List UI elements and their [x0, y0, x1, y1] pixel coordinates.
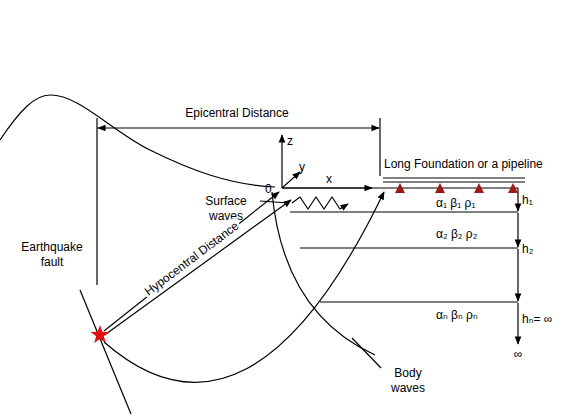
epicentral-dimension [98, 127, 379, 128]
layer-thickness: ∞ [514, 347, 523, 362]
y-axis [282, 172, 300, 188]
hypocentral-ray [106, 200, 291, 334]
body-wave-ray [104, 192, 384, 382]
leader-line [260, 201, 289, 203]
thickness-dimension [517, 249, 518, 301]
wave-label: Body waves [384, 366, 432, 396]
axis-label: z [287, 134, 293, 149]
hypocenter-star [91, 325, 110, 343]
layer-thickness: h₁ [522, 193, 533, 208]
thickness-dimension [517, 303, 518, 344]
leader-line [352, 338, 381, 368]
pile-support [395, 183, 405, 193]
layer-thickness: h₂ [522, 242, 533, 257]
pile-support [508, 183, 518, 193]
layer-thickness: hₙ= ∞ [522, 312, 552, 327]
earthquake-fault [80, 290, 131, 414]
x-axis [282, 187, 372, 188]
body-wave-front [272, 192, 375, 355]
dimension-extension [379, 118, 380, 176]
z-axis [281, 135, 282, 188]
fault-label: Earthquake fault [15, 240, 90, 270]
wave-label: Surface waves [191, 194, 261, 224]
pile-support [474, 183, 484, 193]
hypocentral-ray [104, 192, 279, 331]
layer-properties: αₙ βₙ ρₙ [436, 308, 478, 323]
axis-label: y [299, 160, 305, 175]
layer-boundary [290, 211, 518, 212]
foundation [383, 177, 525, 178]
thickness-dimension [517, 188, 518, 211]
pile-support [435, 183, 445, 193]
dimension-label: Hypocentral Distance [140, 217, 243, 300]
foundation [383, 181, 525, 182]
layer-properties: α₂ β₂ ρ₂ [436, 227, 477, 242]
axis-label: x [326, 172, 332, 187]
surface-wave [292, 197, 348, 209]
origin-label: 0 [265, 182, 272, 197]
pile-supports [395, 183, 518, 193]
dimension-label: Epicentral Distance [185, 106, 288, 121]
thickness-dimension [517, 213, 518, 247]
layer-boundary [300, 247, 518, 248]
layer-properties: α₁ β₁ ρ₁ [436, 196, 475, 211]
structure-label: Long Foundation or a pipeline [384, 157, 543, 172]
layer-boundary [320, 301, 518, 302]
dimension-extension [96, 118, 97, 285]
